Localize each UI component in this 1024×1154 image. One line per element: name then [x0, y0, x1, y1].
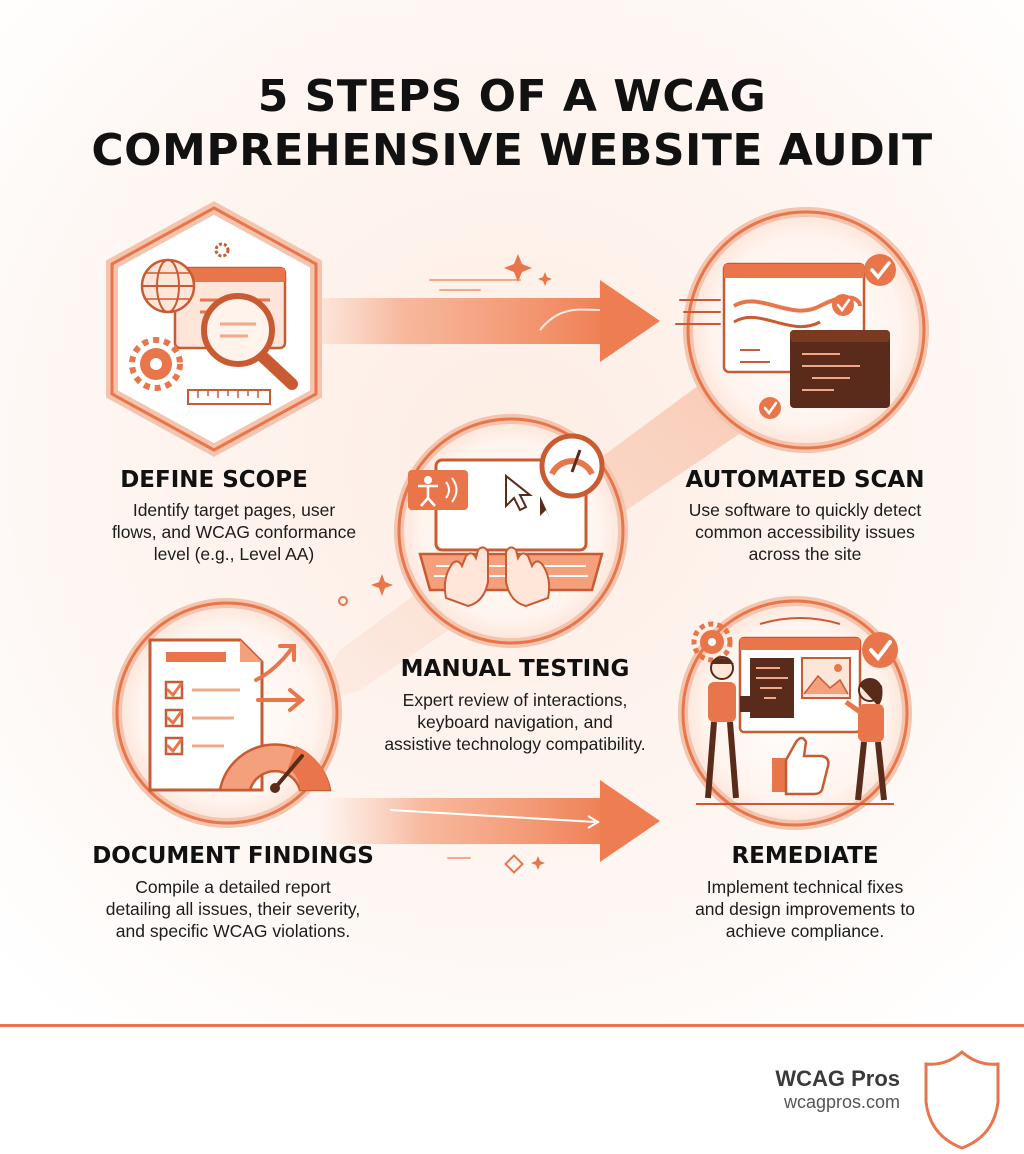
step-desc-document-findings-line-1: Compile a detailed report	[135, 877, 331, 897]
people-icon	[705, 656, 887, 801]
step-title-define-scope: DEFINE SCOPE	[120, 467, 308, 493]
page-title-line-2: COMPREHENSIVE WEBSITE AUDIT	[91, 125, 933, 176]
gauge-icon	[539, 433, 605, 499]
step-desc-automated-scan-line-1: Use software to quickly detect	[688, 500, 922, 520]
automated-scan-illustration	[675, 207, 929, 453]
accessibility-icon	[408, 470, 468, 510]
step-desc-define-scope-line-3: level (e.g., Level AA)	[153, 544, 315, 564]
footer-divider	[0, 1024, 1024, 1027]
checkmark-icon	[862, 632, 898, 668]
step-desc-document-findings-line-3: and specific WCAG violations.	[115, 921, 351, 941]
gear-icon	[691, 621, 733, 663]
page-title-line-1: 5 STEPS OF A WCAG	[257, 71, 767, 122]
arrow-icons	[254, 644, 306, 712]
shield-icon	[924, 1050, 1000, 1150]
step-title-automated-scan: AUTOMATED SCAN	[685, 467, 925, 493]
thumbs-up-icon	[772, 736, 830, 796]
step-desc-document-findings-line-2: detailing all issues, their severity,	[105, 899, 361, 919]
browser-window-icon	[738, 636, 862, 734]
step-title-manual-testing: MANUAL TESTING	[400, 656, 630, 682]
brand-url[interactable]: wcagpros.com	[783, 1092, 900, 1112]
brand-name: WCAG Pros	[775, 1066, 900, 1091]
step-desc-remediate-line-2: and design improvements to	[695, 899, 915, 919]
step-title-document-findings: DOCUMENT FINDINGS	[92, 843, 374, 869]
speed-lines	[675, 299, 721, 325]
top-arrow	[290, 279, 660, 362]
step-desc-manual-testing-line-2: keyboard navigation, and	[417, 712, 613, 732]
step-desc-define-scope-line-1: Identify target pages, user	[132, 500, 336, 520]
ruler-icon	[187, 389, 271, 405]
step-desc-automated-scan-line-3: across the site	[748, 544, 862, 564]
checklist-icon	[148, 638, 264, 792]
document-findings-illustration	[112, 598, 342, 828]
code-window-icon	[790, 330, 890, 408]
cursor-icon	[505, 473, 550, 518]
checkmark-icon	[759, 254, 896, 419]
define-scope-illustration	[106, 201, 322, 457]
gauge-icon	[218, 743, 332, 793]
manual-testing-illustration	[394, 414, 628, 648]
step-desc-define-scope-line-2: flows, and WCAG conformance	[111, 522, 357, 542]
globe-icon	[140, 258, 196, 314]
step-desc-remediate-line-3: achieve compliance.	[725, 921, 885, 941]
step-desc-manual-testing-line-1: Expert review of interactions,	[402, 690, 628, 710]
step-desc-automated-scan-line-2: common accessibility issues	[695, 522, 915, 542]
step-desc-manual-testing-line-3: assistive technology compatibility.	[384, 734, 646, 754]
hands	[443, 546, 551, 608]
bottom-arrow	[320, 780, 660, 862]
step-title-remediate: REMEDIATE	[731, 843, 879, 869]
remediate-illustration	[678, 596, 912, 830]
gear-icon	[129, 242, 230, 391]
step-desc-remediate-line-1: Implement technical fixes	[706, 877, 904, 897]
magnifier-icon	[201, 293, 298, 390]
